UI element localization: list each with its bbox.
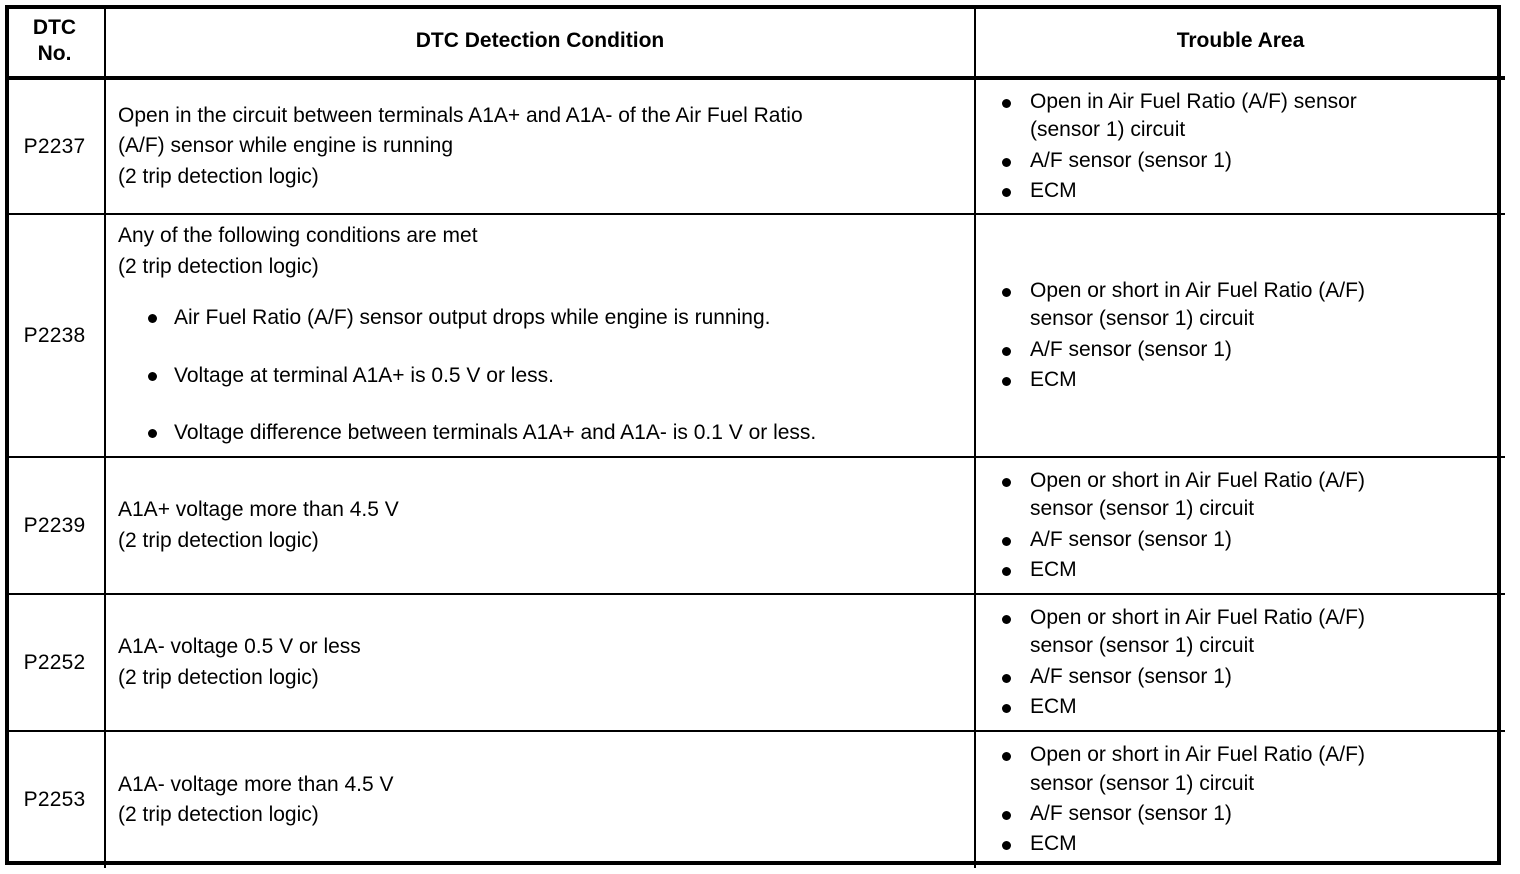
list-item: Open or short in Air Fuel Ratio (A/F) se…: [998, 467, 1493, 524]
dtc-number-cell: P2238: [5, 214, 106, 459]
condition-line: (2 trip detection logic): [118, 254, 319, 278]
table-row: P2239 A1A+ voltage more than 4.5 V (2 tr…: [5, 457, 1505, 596]
condition-line: A1A- voltage 0.5 V or less: [118, 635, 361, 659]
detection-condition-cell: A1A- voltage 0.5 V or less (2 trip detec…: [105, 594, 976, 733]
list-item: A/F sensor (sensor 1): [998, 336, 1493, 364]
header-detection-condition-label: DTC Detection Condition: [415, 28, 665, 52]
table-row: P2238 Any of the following conditions ar…: [5, 214, 1505, 459]
list-item: A/F sensor (sensor 1): [998, 800, 1493, 828]
trouble-area-text: A/F sensor (sensor 1): [1030, 148, 1232, 172]
condition-line: (A/F) sensor while engine is running: [118, 134, 453, 158]
trouble-area-text-cont: sensor (sensor 1) circuit: [1030, 771, 1255, 795]
condition-line: (2 trip detection logic): [118, 528, 319, 552]
dtc-number-cell: P2252: [5, 594, 106, 733]
header-cell-dtc-no: DTC No.: [5, 5, 106, 80]
trouble-area-cell: Open or short in Air Fuel Ratio (A/F) se…: [975, 214, 1505, 459]
condition-line: A1A- voltage more than 4.5 V: [118, 772, 394, 796]
dtc-number: P2239: [23, 513, 86, 537]
trouble-area-text: Open in Air Fuel Ratio (A/F) sensor: [1030, 90, 1357, 113]
list-item: Voltage at terminal A1A+ is 0.5 V or les…: [148, 362, 964, 389]
trouble-area-text-cont: sensor (sensor 1) circuit: [1030, 634, 1255, 658]
header-dtc-no-line1: DTC: [32, 15, 77, 39]
table-row: P2237 Open in the circuit between termin…: [5, 78, 1505, 216]
trouble-area-text: A/F sensor (sensor 1): [1030, 527, 1232, 551]
condition-line: (2 trip detection logic): [118, 665, 319, 689]
trouble-area-text: ECM: [1030, 832, 1077, 856]
dtc-number: P2252: [23, 650, 86, 674]
condition-line: Any of the following conditions are met: [118, 224, 478, 248]
condition-line: (2 trip detection logic): [118, 164, 319, 188]
trouble-area-text-cont: sensor (sensor 1) circuit: [1030, 497, 1255, 521]
trouble-area-text: A/F sensor (sensor 1): [1030, 802, 1232, 826]
detection-condition-cell: A1A- voltage more than 4.5 V (2 trip det…: [105, 731, 976, 869]
list-item: ECM: [998, 177, 1493, 205]
trouble-area-text: A/F sensor (sensor 1): [1030, 664, 1232, 688]
condition-line: (2 trip detection logic): [118, 803, 319, 827]
list-item: A/F sensor (sensor 1): [998, 147, 1493, 175]
trouble-area-text-cont: sensor (sensor 1) circuit: [1030, 307, 1255, 331]
trouble-area-text: Open or short in Air Fuel Ratio (A/F): [1030, 279, 1365, 303]
header-cell-detection-condition: DTC Detection Condition: [105, 5, 976, 80]
header-dtc-no-line2: No.: [37, 41, 72, 65]
trouble-area-text-cont: (sensor 1) circuit: [1030, 118, 1186, 142]
header-cell-trouble-area: Trouble Area: [975, 5, 1505, 80]
detection-condition-cell: Open in the circuit between terminals A1…: [105, 78, 976, 216]
dtc-number: P2253: [23, 788, 86, 812]
table-header-row: DTC No. DTC Detection Condition Trouble …: [5, 5, 1505, 80]
trouble-area-list: Open or short in Air Fuel Ratio (A/F) se…: [998, 277, 1493, 394]
dtc-number: P2238: [23, 323, 86, 347]
header-trouble-area-label: Trouble Area: [1176, 28, 1305, 52]
list-item: Air Fuel Ratio (A/F) sensor output drops…: [148, 304, 964, 331]
list-item: Open or short in Air Fuel Ratio (A/F) se…: [998, 604, 1493, 661]
detection-condition-cell: A1A+ voltage more than 4.5 V (2 trip det…: [105, 457, 976, 596]
list-item: ECM: [998, 693, 1493, 721]
table-row: P2253 A1A- voltage more than 4.5 V (2 tr…: [5, 731, 1505, 869]
trouble-area-list: Open or short in Air Fuel Ratio (A/F) se…: [998, 741, 1493, 858]
trouble-area-cell: Open or short in Air Fuel Ratio (A/F) se…: [975, 731, 1505, 869]
list-item: ECM: [998, 366, 1493, 394]
trouble-area-text: A/F sensor (sensor 1): [1030, 337, 1232, 361]
dtc-number-cell: P2253: [5, 731, 106, 869]
detection-condition-cell: Any of the following conditions are met …: [105, 214, 976, 459]
trouble-area-cell: Open in Air Fuel Ratio (A/F) sensor (sen…: [975, 78, 1505, 216]
list-item: ECM: [998, 556, 1493, 584]
trouble-area-cell: Open or short in Air Fuel Ratio (A/F) se…: [975, 594, 1505, 733]
list-item: A/F sensor (sensor 1): [998, 663, 1493, 691]
trouble-area-text: Open or short in Air Fuel Ratio (A/F): [1030, 605, 1365, 629]
table-row: P2252 A1A- voltage 0.5 V or less (2 trip…: [5, 594, 1505, 733]
list-item: A/F sensor (sensor 1): [998, 526, 1493, 554]
list-item: Open or short in Air Fuel Ratio (A/F) se…: [998, 741, 1493, 798]
dtc-number-cell: P2239: [5, 457, 106, 596]
table-body: DTC No. DTC Detection Condition Trouble …: [5, 5, 1505, 869]
trouble-area-text: ECM: [1030, 557, 1077, 581]
trouble-area-cell: Open or short in Air Fuel Ratio (A/F) se…: [975, 457, 1505, 596]
condition-bullet-list: Air Fuel Ratio (A/F) sensor output drops…: [118, 304, 964, 446]
trouble-area-text: ECM: [1030, 179, 1077, 203]
trouble-area-list: Open or short in Air Fuel Ratio (A/F) se…: [998, 467, 1493, 584]
condition-line: A1A+ voltage more than 4.5 V: [118, 498, 399, 522]
list-item: Open or short in Air Fuel Ratio (A/F) se…: [998, 277, 1493, 334]
condition-line: Open in the circuit between terminals A1…: [118, 104, 803, 128]
list-item: Voltage difference between terminals A1A…: [148, 419, 964, 446]
trouble-area-list: Open or short in Air Fuel Ratio (A/F) se…: [998, 604, 1493, 721]
dtc-number: P2237: [23, 134, 86, 158]
trouble-area-list: Open in Air Fuel Ratio (A/F) sensor (sen…: [998, 88, 1493, 205]
list-item: ECM: [998, 830, 1493, 858]
trouble-area-text: ECM: [1030, 368, 1077, 392]
dtc-diagnostic-table: DTC No. DTC Detection Condition Trouble …: [5, 5, 1505, 869]
trouble-area-text: ECM: [1030, 694, 1077, 718]
dtc-number-cell: P2237: [5, 78, 106, 216]
trouble-area-text: Open or short in Air Fuel Ratio (A/F): [1030, 743, 1365, 767]
trouble-area-text: Open or short in Air Fuel Ratio (A/F): [1030, 468, 1365, 492]
list-item: Open in Air Fuel Ratio (A/F) sensor (sen…: [998, 88, 1493, 145]
